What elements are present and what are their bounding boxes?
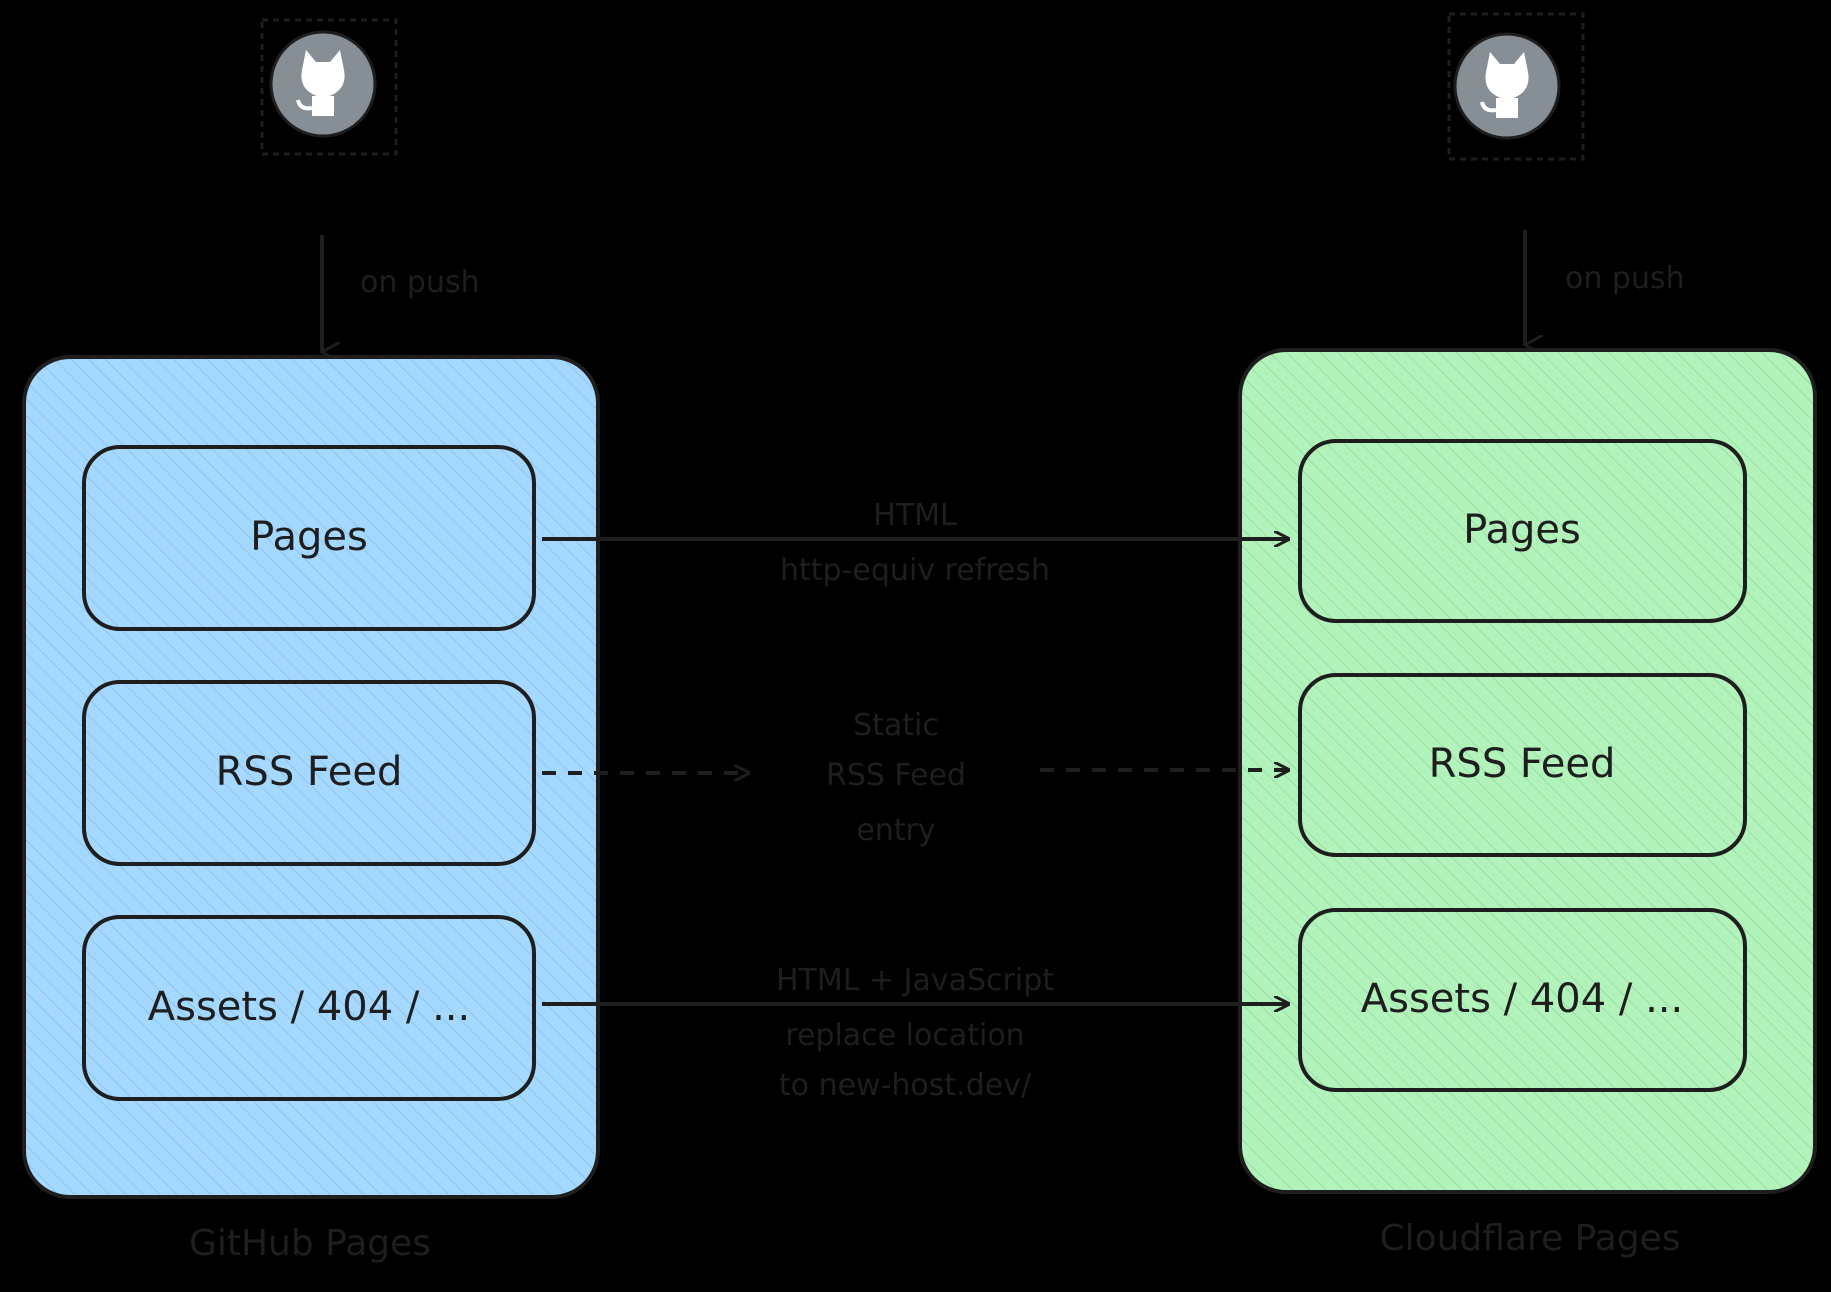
left-assets-box: Assets / 404 / ... bbox=[82, 915, 536, 1101]
edge-rss-feed: Static RSS Feed entry bbox=[542, 708, 1288, 848]
edge-rss-label-line1: Static bbox=[853, 708, 939, 743]
right-rss-feed-box: RSS Feed bbox=[1298, 673, 1747, 857]
edge-rss-label-line3: entry bbox=[856, 813, 935, 848]
left-assets-label: Assets / 404 / ... bbox=[148, 984, 470, 1030]
edge-pages-label-line2: http-equiv refresh bbox=[780, 553, 1050, 588]
left-pages-label: Pages bbox=[250, 514, 368, 560]
right-pages-label: Pages bbox=[1463, 507, 1581, 553]
left-rss-feed-label: RSS Feed bbox=[216, 749, 403, 795]
left-trigger-label: on push bbox=[360, 265, 480, 300]
edge-assets-label-line2: replace location bbox=[785, 1018, 1024, 1053]
github-pages-caption: GitHub Pages bbox=[189, 1223, 431, 1264]
right-trigger-label: on push bbox=[1565, 261, 1685, 296]
github-icon bbox=[260, 18, 398, 156]
edge-assets-label-line1: HTML + JavaScript bbox=[776, 963, 1054, 998]
left-rss-feed-box: RSS Feed bbox=[82, 680, 536, 866]
right-pages-box: Pages bbox=[1298, 439, 1747, 623]
right-assets-label: Assets / 404 / ... bbox=[1361, 976, 1683, 1022]
right-rss-feed-label: RSS Feed bbox=[1429, 741, 1616, 787]
edge-assets-label-line3: to new-host.dev/ bbox=[779, 1068, 1032, 1103]
edge-rss-label-line2: RSS Feed bbox=[826, 758, 966, 793]
edge-pages: HTML http-equiv refresh bbox=[542, 498, 1288, 588]
right-assets-box: Assets / 404 / ... bbox=[1298, 908, 1747, 1092]
github-pages-group: on push Pages RSS Feed Assets / 404 / ..… bbox=[22, 18, 600, 1264]
left-pages-box: Pages bbox=[82, 445, 536, 631]
edge-pages-label-line1: HTML bbox=[873, 498, 957, 533]
cloudflare-pages-caption: Cloudflare Pages bbox=[1379, 1218, 1680, 1259]
cloudflare-pages-group: on push Pages RSS Feed Assets / 404 / ..… bbox=[1238, 12, 1817, 1259]
edge-assets: HTML + JavaScript replace location to ne… bbox=[542, 963, 1288, 1103]
github-icon bbox=[1447, 12, 1585, 161]
